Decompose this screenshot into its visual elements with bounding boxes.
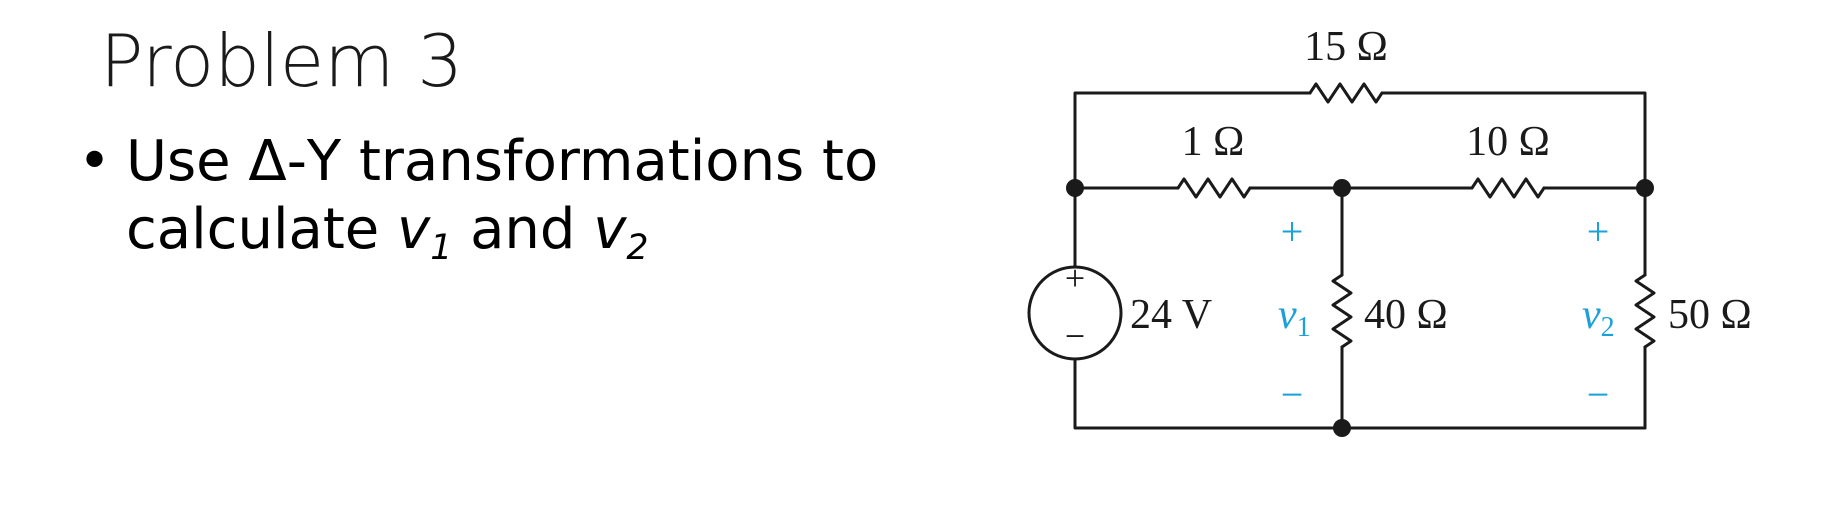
resistor-15-ohm: [1308, 82, 1384, 104]
label-10-ohm: 10 Ω: [1466, 119, 1550, 165]
label-50-ohm: 50 Ω: [1668, 292, 1752, 338]
source-plus: +: [1065, 258, 1085, 298]
v1-variable: v1: [397, 197, 453, 269]
bullet-text: Use Δ-Y transformations to calculate v1 …: [126, 128, 978, 270]
resistor-40-ohm: [1331, 273, 1353, 349]
wire-source-bottom: [1073, 357, 1647, 430]
source-minus: −: [1065, 316, 1085, 356]
resistor-10-ohm: [1470, 177, 1546, 199]
label-1-ohm: 1 Ω: [1182, 119, 1245, 165]
bullet-connector: and: [470, 197, 576, 263]
node-center: [1333, 179, 1351, 197]
v2-minus: −: [1587, 372, 1610, 417]
wire-top: [1073, 91, 1312, 190]
label-24v: 24 V: [1130, 292, 1212, 338]
node-bottom: [1333, 419, 1351, 437]
slide-title: Problem 3: [100, 19, 464, 103]
v2-plus: +: [1587, 209, 1610, 254]
v1-minus: −: [1281, 372, 1304, 417]
label-15-ohm: 15 Ω: [1304, 24, 1388, 70]
v2-label: v2: [1582, 292, 1615, 343]
bullet-marker: •: [78, 129, 112, 194]
resistor-50-ohm: [1634, 273, 1656, 349]
node-right: [1636, 179, 1654, 197]
node-left: [1066, 179, 1084, 197]
v1-label: v1: [1278, 292, 1311, 343]
wire-top-right: [1380, 91, 1647, 190]
v2-variable: v2: [593, 197, 649, 269]
label-40-ohm: 40 Ω: [1364, 292, 1448, 338]
bullet-item: • Use Δ-Y transformations to calculate v…: [78, 128, 978, 270]
resistor-1-ohm: [1176, 177, 1252, 199]
circuit-diagram: + − 15 Ω 1 Ω 10 Ω 24 V 40 Ω 50 Ω + v1 − …: [1027, 24, 1752, 437]
v1-plus: +: [1281, 209, 1304, 254]
bullet-text-main: Use Δ-Y transformations to calculate: [126, 129, 879, 263]
